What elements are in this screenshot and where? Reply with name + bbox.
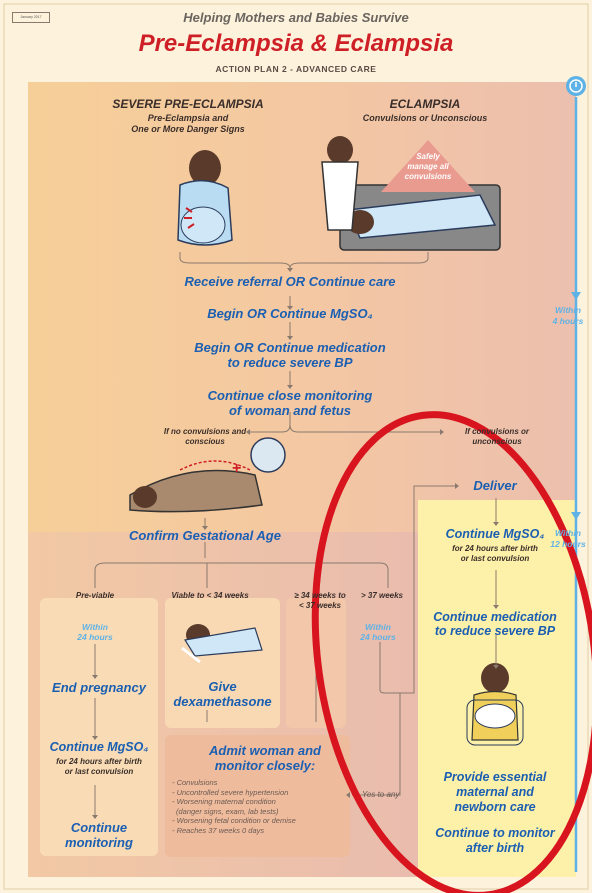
category-range-1: ≥ 34 weeks to — [294, 591, 346, 600]
within-24-right-word: Within — [365, 622, 391, 632]
care-3: newborn care — [454, 800, 536, 814]
list-item: - Worsening fetal condition or demise — [172, 816, 296, 826]
deliver: Deliver — [473, 478, 517, 493]
within-4-word: Within — [555, 305, 581, 315]
right-medication-2: to reduce severe BP — [434, 624, 556, 638]
care-1: Provide essential — [443, 770, 547, 784]
step-monitor-1: Continue close monitoring — [207, 388, 373, 403]
list-item: - Reaches 37 weeks 0 days — [172, 825, 265, 835]
branch-right-2: unconscious — [472, 437, 522, 446]
monitor-after-1: Continue to monitor — [435, 826, 555, 840]
series-title: Helping Mothers and Babies Survive — [183, 10, 409, 25]
give-dex-1: Give — [208, 679, 237, 694]
within-4-hours: 4 hours — [552, 316, 584, 326]
list-item: - Worsening maternal condition — [172, 797, 276, 807]
severe-sub-1: Pre-Eclampsia and — [147, 113, 229, 123]
continue-monitoring-2: monitoring — [65, 835, 133, 850]
confirm-gestational-age: Confirm Gestational Age — [129, 528, 281, 543]
branch-left-1: If no convulsions and — [163, 427, 247, 436]
admit-criteria-list: - Convulsions - Uncontrolled severe hype… — [172, 778, 352, 836]
care-2: maternal and — [456, 785, 534, 799]
within-12-word: Within — [555, 528, 581, 538]
within-24-right-hours: 24 hours — [360, 632, 396, 642]
admit-panel — [165, 735, 350, 857]
page-subtitle: ACTION PLAN 2 - ADVANCED CARE — [215, 64, 377, 74]
previable-panel — [40, 598, 158, 856]
step-begin-mgso4: Begin OR Continue MgSO₄ — [207, 306, 373, 321]
within-24-left-hours: 24 hours — [77, 632, 113, 642]
triangle-line-1: Safely — [416, 152, 440, 161]
yes-to-any: Yes to any — [362, 790, 400, 799]
severe-sub-2: One or More Danger Signs — [131, 124, 245, 134]
eclampsia-heading: ECLAMPSIA — [389, 97, 461, 111]
left-mgso4-note-2: or last convulsion — [64, 767, 134, 776]
step-receive: Receive referral OR Continue care — [184, 274, 396, 289]
triangle-line-3: convulsions — [404, 172, 452, 181]
exam-illustration: + — [129, 437, 286, 513]
left-continue-mgso4: Continue MgSO₄ — [49, 740, 149, 754]
left-mgso4-note-1: for 24 hours after birth — [56, 757, 142, 766]
within-24-left-word: Within — [82, 622, 108, 632]
end-pregnancy: End pregnancy — [52, 680, 146, 695]
eclampsia-illustration — [321, 136, 501, 251]
category-range-2: < 37 weeks — [298, 601, 342, 610]
step-medication-1: Begin OR Continue medication — [194, 340, 386, 355]
step-monitor-2: of woman and fetus — [228, 403, 352, 418]
eclampsia-sub: Convulsions or Unconscious — [362, 113, 488, 123]
main-panel — [28, 82, 576, 532]
admit-1: Admit woman and — [209, 743, 321, 758]
right-continue-mgso4: Continue MgSO₄ — [445, 527, 545, 541]
admit-2: monitor closely: — [214, 758, 316, 773]
severe-heading: SEVERE PRE-ECLAMPSIA — [112, 97, 264, 111]
give-dex-2: dexamethasone — [173, 694, 272, 709]
triangle-line-2: manage all — [407, 162, 449, 171]
continue-monitoring-1: Continue — [70, 820, 128, 835]
category-over37: > 37 weeks — [360, 591, 404, 600]
right-mgso4-note-2: or last convulsion — [460, 554, 530, 563]
category-viable: Viable to < 34 weeks — [171, 591, 249, 600]
within-12-hours: 12 hours — [550, 539, 586, 549]
svg-text:+: + — [232, 460, 241, 477]
pregnant-woman-illustration — [177, 150, 233, 246]
mother-newborn-illustration — [466, 663, 524, 746]
warning-triangle — [381, 140, 475, 192]
list-item: - Convulsions — [172, 778, 218, 787]
list-item: (danger signs, exam, lab tests) — [176, 806, 279, 816]
branch-left-2: conscious — [185, 437, 225, 446]
monitor-after-2: after birth — [465, 841, 525, 855]
right-mgso4-note-1: for 24 hours after birth — [452, 544, 538, 553]
page-title: Pre-Eclampsia & Eclampsia — [138, 30, 454, 57]
flow-arrowheads — [92, 268, 499, 819]
category-previable: Pre-viable — [75, 591, 115, 600]
branch-right-1: If convulsions or — [464, 427, 529, 436]
step-medication-2: to reduce severe BP — [227, 355, 353, 370]
highlight-ring — [311, 411, 592, 893]
dexamethasone-illustration — [181, 624, 263, 664]
list-item: - Uncontrolled severe hypertension — [172, 787, 289, 797]
right-medication-1: Continue medication — [433, 610, 557, 624]
date-stamp: January 2017 — [12, 12, 50, 23]
